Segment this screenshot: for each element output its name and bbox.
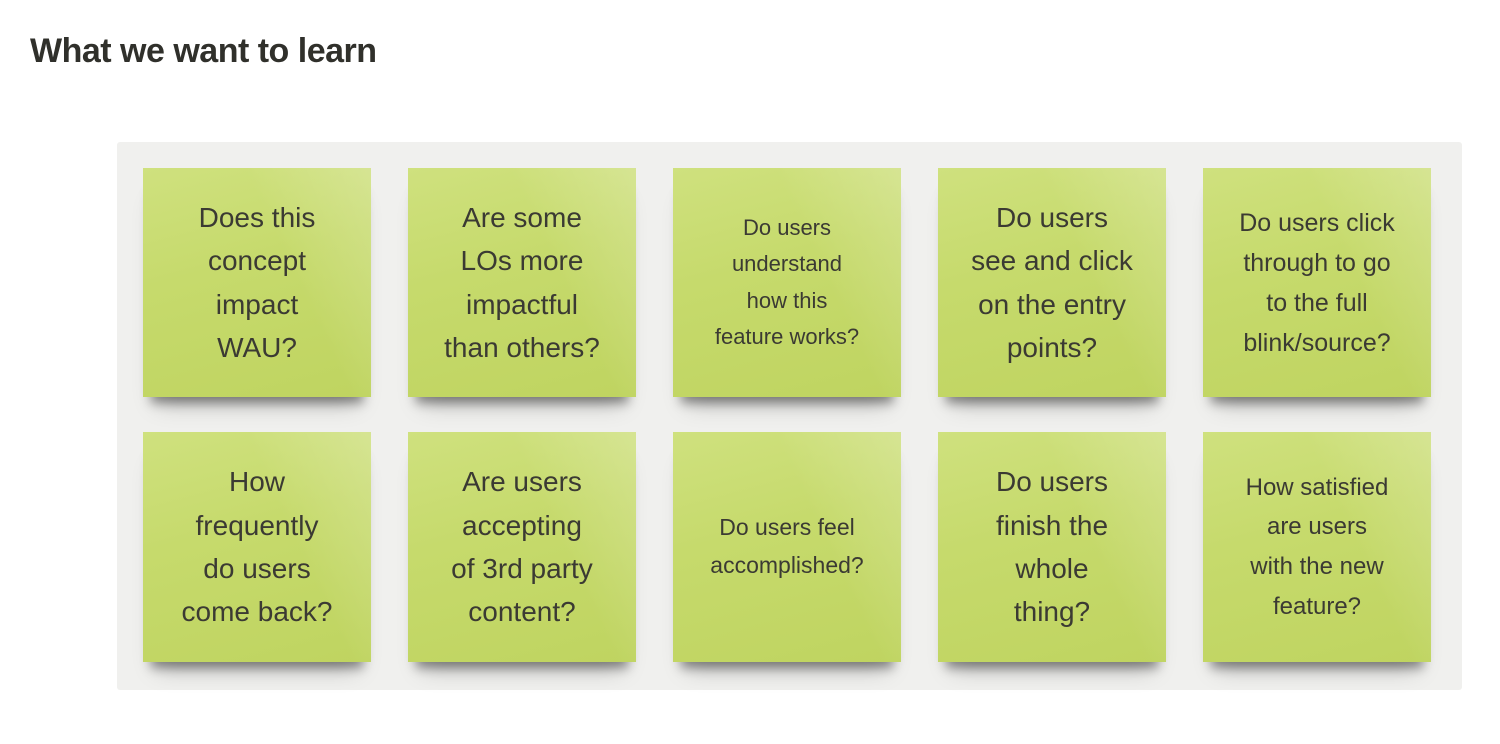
sticky-note[interactable]: How satisfied are users with the new fea…: [1203, 432, 1431, 662]
sticky-note-text: Are users accepting of 3rd party content…: [451, 466, 593, 628]
sticky-note-board: Does this concept impact WAU? Are some L…: [117, 142, 1462, 690]
sticky-note-text: Do users see and click on the entry poin…: [971, 201, 1133, 363]
sticky-note-text: Do users feel accomplished?: [710, 514, 864, 578]
sticky-note[interactable]: Are users accepting of 3rd party content…: [408, 432, 636, 662]
sticky-note-text: How frequently do users come back?: [181, 466, 333, 628]
sticky-note-text: Are some LOs more impactful than others?: [444, 201, 600, 363]
sticky-note-text: Does this concept impact WAU?: [198, 201, 316, 363]
sticky-note-text: Do users click through to go to the full…: [1239, 208, 1395, 357]
sticky-note[interactable]: How frequently do users come back?: [143, 432, 371, 662]
sticky-note[interactable]: Do users see and click on the entry poin…: [938, 168, 1166, 397]
sticky-note[interactable]: Are some LOs more impactful than others?: [408, 168, 636, 397]
sticky-note[interactable]: Does this concept impact WAU?: [143, 168, 371, 397]
sticky-note[interactable]: Do users understand how this feature wor…: [673, 168, 901, 397]
sticky-note-text: How satisfied are users with the new fea…: [1245, 473, 1389, 620]
page-title: What we want to learn: [30, 32, 377, 70]
sticky-note[interactable]: Do users feel accomplished?: [673, 432, 901, 662]
sticky-note[interactable]: Do users finish the whole thing?: [938, 432, 1166, 662]
sticky-note-text: Do users finish the whole thing?: [995, 466, 1109, 628]
sticky-note-text: Do users understand how this feature wor…: [714, 214, 860, 349]
sticky-note[interactable]: Do users click through to go to the full…: [1203, 168, 1431, 397]
